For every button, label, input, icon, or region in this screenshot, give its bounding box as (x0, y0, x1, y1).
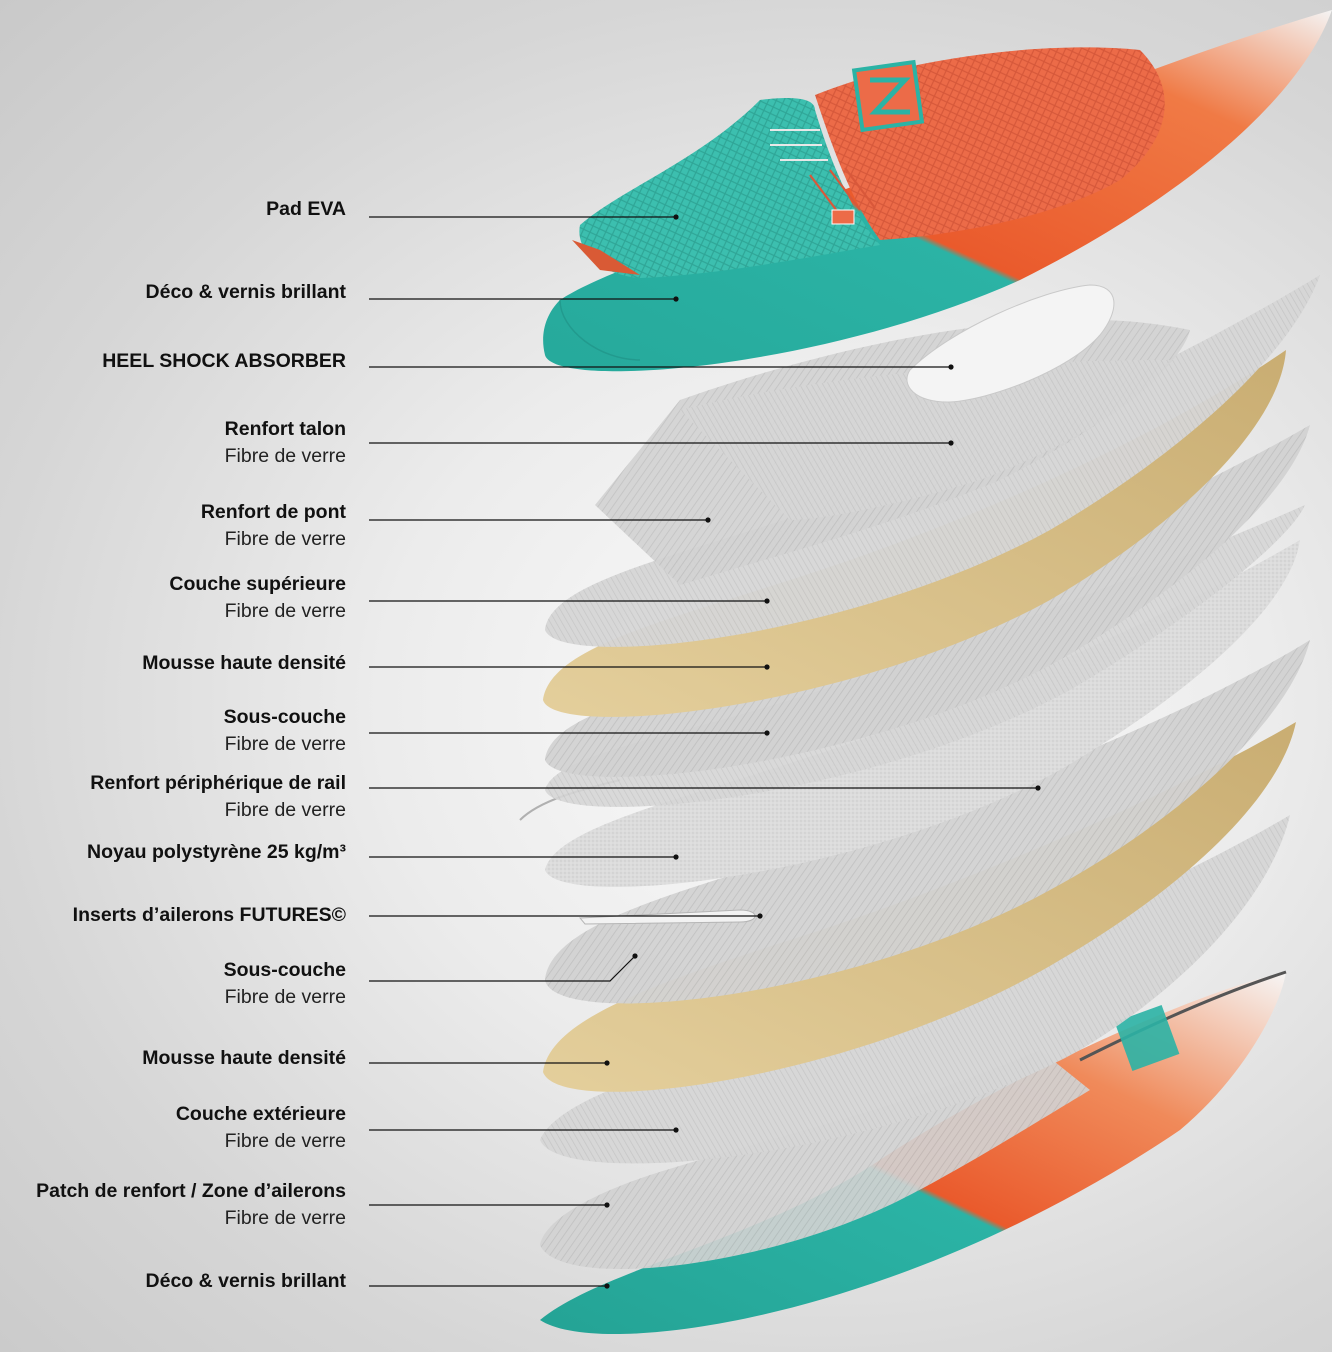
label-noyau: Noyau polystyrène 25 kg/m³ (86, 841, 346, 863)
leader-line (369, 955, 636, 982)
leader-dot (1035, 785, 1041, 791)
eps-core-layer (545, 540, 1300, 887)
label-inserts: Inserts d’ailerons FUTURES© (72, 904, 346, 926)
leader-dot (757, 913, 763, 919)
leader-dot (764, 598, 770, 604)
leader-dot (948, 364, 954, 370)
label-pad-eva: Pad EVA (266, 198, 346, 220)
leader-dot (673, 1127, 679, 1133)
leader-lines (369, 214, 1041, 1289)
label-deco-bottom: Déco & vernis brillant (145, 1270, 346, 1292)
leader-dot (764, 730, 770, 736)
leader-dot (604, 1060, 610, 1066)
heel-shock-absorber-shape (906, 284, 1115, 403)
leader-dot (673, 854, 679, 860)
leader-dot (764, 664, 770, 670)
leader-dot (604, 1202, 610, 1208)
leader-dot (632, 953, 638, 959)
fin-insert-shape (578, 909, 756, 925)
label-deco-top: Déco & vernis brillant (145, 281, 346, 303)
leader-dot (673, 214, 679, 220)
leader-dot (705, 517, 711, 523)
label-mousse-haute-2: Mousse haute densité (142, 1047, 346, 1069)
label-heel-shock: HEEL SHOCK ABSORBER (102, 350, 346, 372)
leader-dot (948, 440, 954, 446)
leader-dot (673, 296, 679, 302)
heel-reinforcement-layer (680, 360, 1170, 520)
eva-pad (572, 47, 1165, 278)
label-mousse-haute-1: Mousse haute densité (142, 652, 346, 674)
leader-dot (604, 1283, 610, 1289)
